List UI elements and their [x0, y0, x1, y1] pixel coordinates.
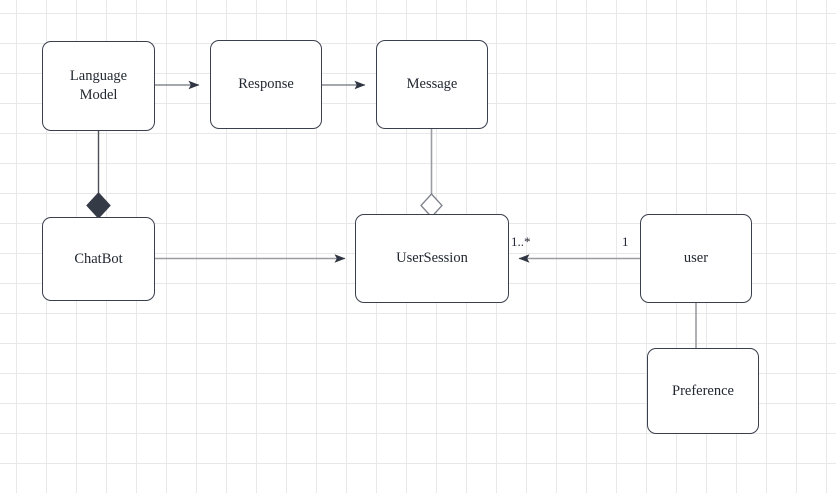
- node-user[interactable]: user: [640, 214, 752, 303]
- node-language-model-label: Language Model: [69, 68, 128, 103]
- multiplicity-user: 1: [622, 234, 629, 249]
- node-user-label: user: [683, 250, 709, 267]
- node-usersession[interactable]: UserSession: [355, 214, 509, 303]
- node-language-model[interactable]: Language Model: [42, 41, 155, 131]
- node-response[interactable]: Response: [210, 40, 322, 129]
- node-chatbot-label: ChatBot: [74, 250, 123, 267]
- node-usersession-label: UserSession: [396, 250, 468, 267]
- node-response-label: Response: [238, 76, 294, 93]
- node-preference[interactable]: Preference: [647, 348, 759, 434]
- node-message-label: Message: [406, 76, 458, 93]
- edge-message-to-usersession: [420, 129, 443, 218]
- multiplicity-usersession: 1..*: [511, 234, 531, 249]
- node-chatbot[interactable]: ChatBot: [42, 217, 155, 301]
- filled-diamond-icon: [86, 192, 111, 219]
- edge-language-model-to-chatbot: [86, 131, 111, 219]
- node-message[interactable]: Message: [376, 40, 488, 129]
- node-preference-label: Preference: [672, 382, 734, 399]
